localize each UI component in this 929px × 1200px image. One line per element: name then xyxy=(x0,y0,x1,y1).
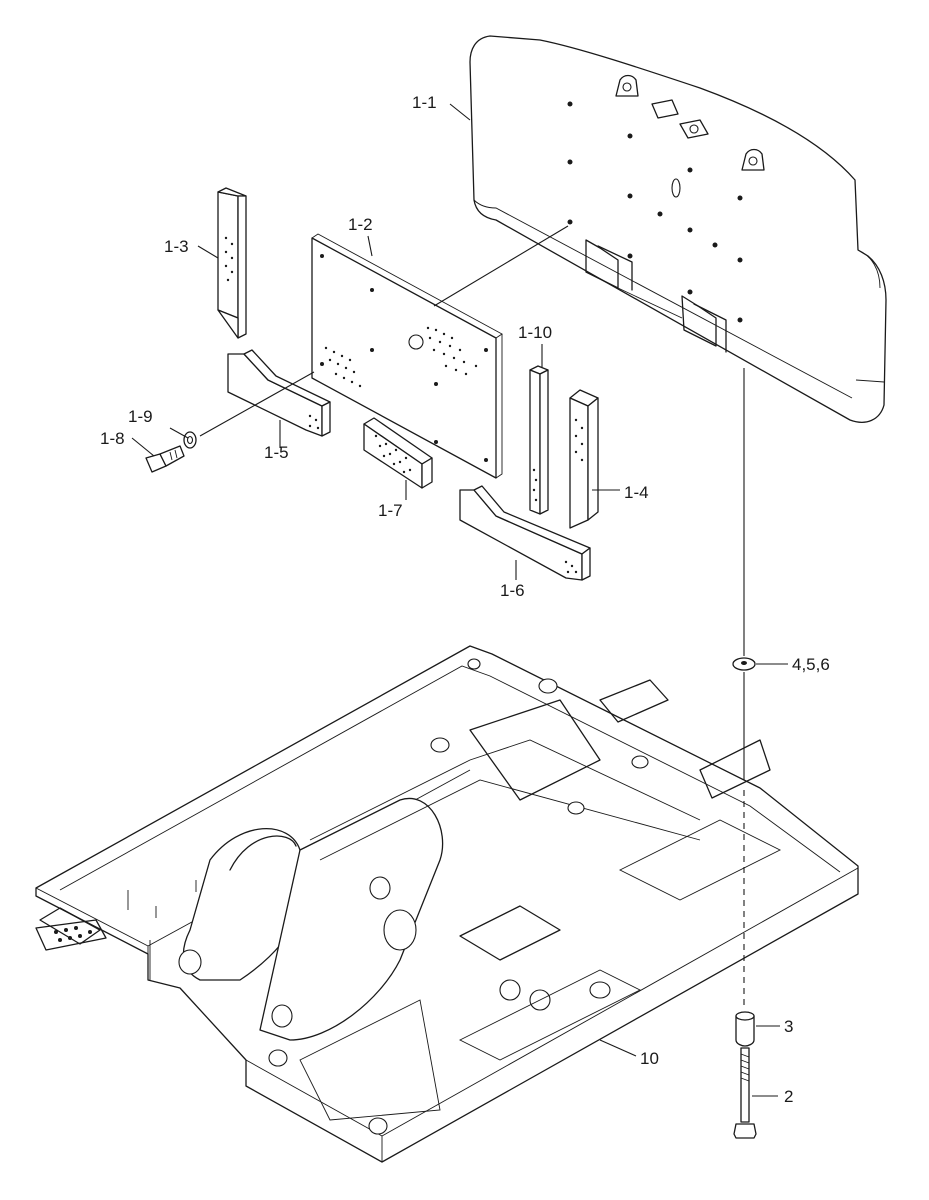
leader-lines xyxy=(131,103,788,1097)
callout-1-6: 1-6 xyxy=(500,581,525,600)
block-part-1-5 xyxy=(227,349,331,437)
plate-texture-2 xyxy=(324,346,362,388)
counterweight-part-1-1 xyxy=(469,35,887,423)
counterweight-holes xyxy=(567,101,743,323)
block-part-1-6 xyxy=(459,485,591,581)
callout-4-5-6: 4,5,6 xyxy=(792,655,830,674)
bolt-part-1-8 xyxy=(145,445,185,473)
callout-10: 10 xyxy=(640,1049,659,1068)
callout-1-5: 1-5 xyxy=(264,443,289,462)
spacer-part-3 xyxy=(735,1011,755,1047)
callout-1-9: 1-9 xyxy=(128,407,153,426)
block-part-1-7 xyxy=(363,417,433,489)
plate-part-1-2 xyxy=(311,233,503,479)
main-frame-part-10 xyxy=(35,645,859,1163)
callout-2: 2 xyxy=(784,1087,793,1106)
block-part-1-3 xyxy=(217,187,247,339)
block-part-1-10 xyxy=(529,365,549,515)
washer-part-4-5-6 xyxy=(732,657,756,671)
assembly-lines xyxy=(199,225,745,1008)
callout-1-3: 1-3 xyxy=(164,237,189,256)
bolt-part-2 xyxy=(733,1047,757,1139)
washer-part-1-9 xyxy=(183,431,197,449)
callout-1-10: 1-10 xyxy=(518,323,552,342)
callout-1-8: 1-8 xyxy=(100,429,125,448)
callout-3: 3 xyxy=(784,1017,793,1036)
callout-1-2: 1-2 xyxy=(348,215,373,234)
block-part-1-4 xyxy=(569,389,599,529)
plate-texture-1 xyxy=(426,326,478,376)
callout-1-4: 1-4 xyxy=(624,483,649,502)
callout-1-1: 1-1 xyxy=(412,93,437,112)
callout-1-7: 1-7 xyxy=(378,501,403,520)
